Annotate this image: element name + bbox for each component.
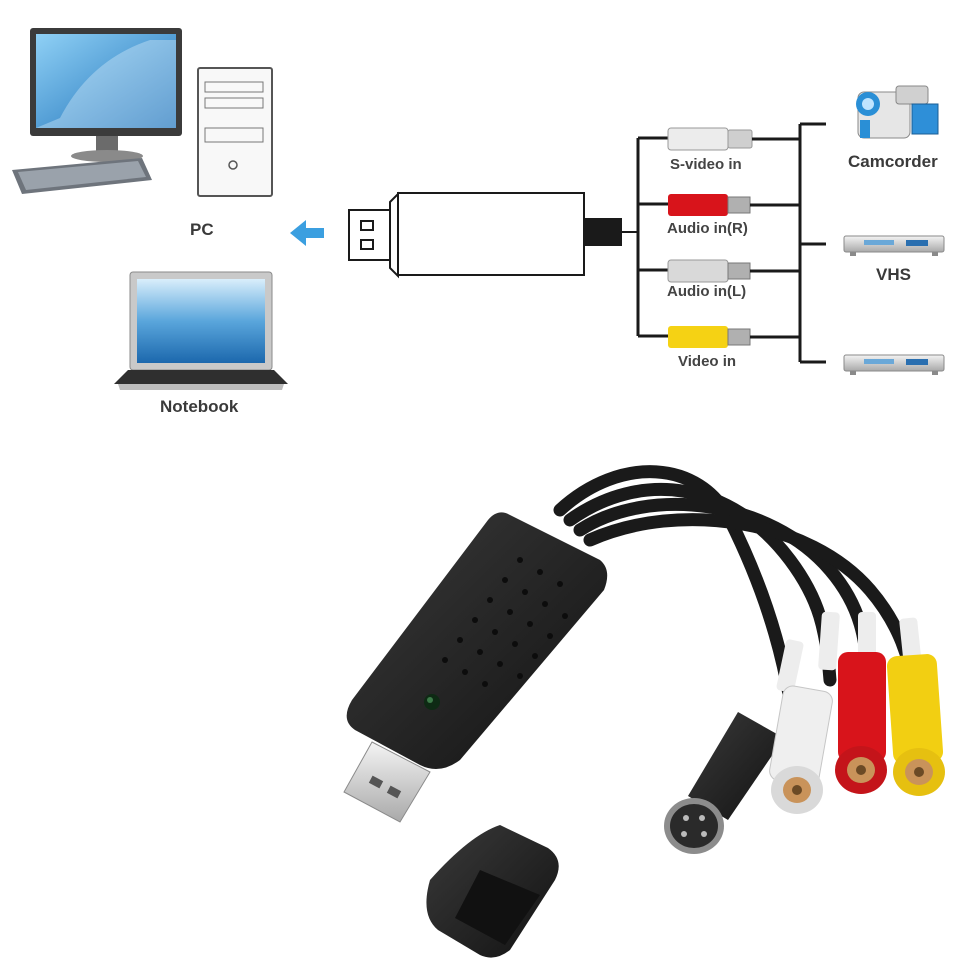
rca-white-connector-photo (769, 685, 833, 814)
camcorder-icon (856, 85, 939, 139)
label-video-in: Video in (678, 353, 737, 370)
rca-yellow-connector-photo (886, 654, 945, 796)
desktop-pc-icon (12, 28, 273, 197)
usb-cap-photo (426, 825, 559, 958)
label-camcorder: Camcorder (848, 152, 938, 171)
usb-dongle-icon (348, 191, 638, 279)
audio-l-plug-icon (667, 259, 751, 283)
cable-bracket (636, 136, 668, 338)
vhs-player-icon (843, 235, 945, 256)
svideo-plug-icon (667, 127, 753, 151)
label-notebook: Notebook (160, 397, 239, 416)
label-pc: PC (190, 220, 214, 239)
usb-dongle-photo (343, 512, 608, 823)
audio-r-plug-icon (668, 194, 751, 216)
notebook-icon (114, 271, 288, 390)
label-svideo-in: S-video in (670, 156, 742, 173)
label-vhs: VHS (876, 265, 911, 284)
label-audio-in-l: Audio in(L) (667, 283, 747, 300)
dvd-player-icon (843, 354, 945, 375)
product-photo (343, 465, 945, 958)
arrow-left-icon (290, 220, 324, 246)
rca-red-connector-photo (835, 652, 887, 794)
video-plug-icon (668, 326, 751, 348)
device-bracket (750, 122, 826, 364)
label-audio-in-r: Audio in(R) (667, 220, 748, 237)
svideo-connector-photo (664, 712, 784, 854)
